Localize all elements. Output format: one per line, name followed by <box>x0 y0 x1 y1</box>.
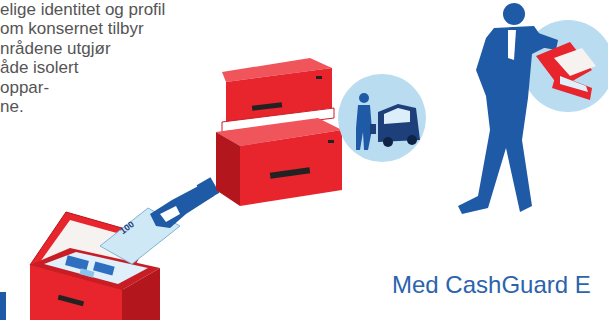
body-text-line: nrådene utgjør <box>0 39 111 59</box>
section-heading: Med CashGuard E <box>392 270 591 299</box>
body-text-line: åde isolert <box>0 58 78 78</box>
man-with-box <box>458 3 608 214</box>
person-and-car <box>338 74 426 162</box>
body-text-line: om konsernet tilbyr <box>0 19 144 39</box>
body-text-line: ne. <box>0 97 24 117</box>
edge-mark <box>0 292 6 320</box>
cash-drawer <box>216 58 342 206</box>
hand-with-banknote <box>100 177 219 264</box>
body-text-line: oppar- <box>0 78 49 98</box>
body-text-line: elige identitet og profil <box>0 0 165 20</box>
